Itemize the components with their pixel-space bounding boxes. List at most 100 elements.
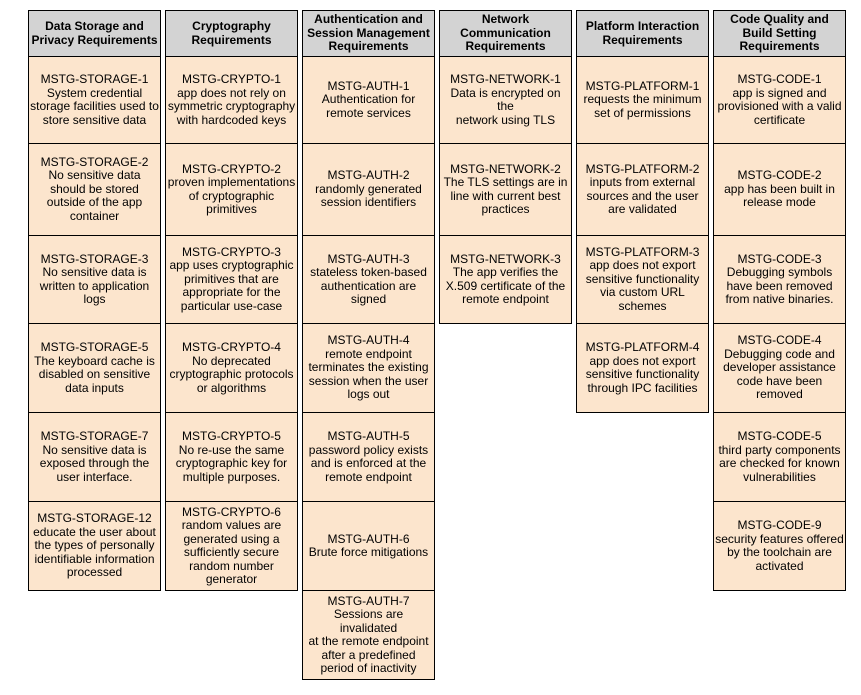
requirement-description: app does not export sensitive functional…: [585, 258, 700, 313]
requirement-description: proven implementations of cryptographic …: [167, 175, 296, 216]
requirement-description: app has been built in release mode: [724, 181, 835, 210]
requirement-code: MSTG-CODE-3: [737, 251, 822, 266]
requirement-description: requests the minimum set of permissions: [583, 92, 702, 120]
requirement-code: MSTG-STORAGE-5: [40, 340, 149, 354]
requirement-code: MSTG-CODE-1: [737, 72, 822, 86]
requirement-description: educate the user about the types of pers…: [33, 524, 156, 580]
requirement-description: Debugging code and developer assistance …: [723, 346, 836, 402]
requirement-description: security features offered by the toolcha…: [715, 531, 844, 573]
requirement-description: The TLS settings are in line with curren…: [443, 175, 568, 216]
column-header-auth: Authentication and Session Management Re…: [302, 10, 435, 57]
requirement-description: No sensitive data is written to applicat…: [39, 265, 150, 306]
requirement-code: MSTG-AUTH-7: [327, 593, 410, 608]
requirement-code: MSTG-NETWORK-3: [450, 251, 561, 266]
requirement-code: MSTG-NETWORK-2: [450, 161, 561, 176]
requirement-code: MSTG-CRYPTO-5: [182, 429, 281, 443]
requirement-description: System credential storage facilities use…: [30, 85, 159, 127]
column-header-code: Code Quality and Build Setting Requireme…: [713, 10, 846, 57]
requirement-description: random values are generated using a suff…: [181, 518, 282, 586]
requirement-code: MSTG-CODE-2: [737, 168, 822, 183]
requirement-code: MSTG-AUTH-3: [327, 251, 410, 266]
requirement-code: MSTG-AUTH-5: [327, 429, 410, 443]
requirement-description: Debugging symbols have been removed from…: [725, 265, 834, 306]
requirement-description: No deprecated cryptographic protocols or…: [169, 353, 294, 395]
column-header-crypto: Cryptography Requirements: [165, 10, 298, 57]
column-header-platform: Platform Interaction Requirements: [576, 10, 709, 57]
requirement-code: MSTG-STORAGE-1: [40, 72, 149, 86]
requirement-description: app uses cryptographic primitives that a…: [169, 258, 294, 313]
requirement-code: MSTG-STORAGE-12: [37, 511, 152, 526]
requirement-code: MSTG-AUTH-1: [327, 78, 410, 93]
requirement-code: MSTG-CRYPTO-3: [182, 244, 281, 259]
requirement-description: The keyboard cache is disabled on sensit…: [34, 353, 155, 395]
requirement-description: No sensitive data is exposed through the…: [39, 442, 150, 484]
column-code: Code Quality and Build Setting Requireme…: [713, 10, 846, 680]
requirement-description: Sessions are invalidated at the remote e…: [308, 607, 429, 675]
requirement-description: remote endpoint terminates the existing …: [308, 346, 429, 402]
requirement-code: MSTG-CODE-9: [737, 518, 822, 532]
requirement-description: password policy exists and is enforced a…: [308, 442, 429, 484]
requirement-description: stateless token-based authentication are…: [310, 265, 427, 306]
requirement-description: inputs from external sources and the use…: [586, 175, 699, 216]
requirement-code: MSTG-AUTH-6: [327, 531, 410, 546]
requirement-code: MSTG-PLATFORM-3: [585, 244, 700, 259]
requirement-description: app does not export sensitive functional…: [585, 353, 700, 395]
requirement-code: MSTG-CRYPTO-4: [182, 340, 281, 354]
column-auth: Authentication and Session Management Re…: [302, 10, 435, 680]
requirement-description: third party components are checked for k…: [718, 442, 841, 484]
requirement-code: MSTG-CRYPTO-1: [182, 72, 281, 86]
requirement-description: No re-use the same cryptographic key for…: [175, 442, 288, 484]
requirement-description: Data is encrypted on the network using T…: [450, 85, 561, 127]
requirement-code: MSTG-STORAGE-2: [40, 154, 149, 169]
requirement-code: MSTG-PLATFORM-2: [585, 161, 700, 176]
requirement-description: Authentication for remote services: [321, 92, 416, 120]
requirement-description: Brute force mitigations: [308, 545, 429, 559]
column-header-network: Network Communication Requirements: [439, 10, 572, 57]
requirement-code: MSTG-CRYPTO-6: [182, 504, 281, 519]
requirement-description: randomly generated session identifiers: [315, 181, 422, 210]
requirement-code: MSTG-STORAGE-3: [40, 251, 149, 266]
requirement-description: app does not rely on symmetric cryptogra…: [167, 85, 296, 127]
requirement-description: No sensitive data should be stored outsi…: [46, 168, 143, 223]
requirement-code: MSTG-STORAGE-7: [40, 429, 149, 443]
requirement-description: The app verifies the X.509 certificate o…: [445, 265, 566, 306]
requirement-description: app is signed and provisioned with a val…: [717, 85, 842, 127]
requirement-code: MSTG-AUTH-2: [327, 168, 410, 183]
requirement-code: MSTG-AUTH-4: [327, 333, 410, 348]
requirement-code: MSTG-CRYPTO-2: [182, 161, 281, 176]
column-header-storage: Data Storage and Privacy Requirements: [28, 10, 161, 57]
